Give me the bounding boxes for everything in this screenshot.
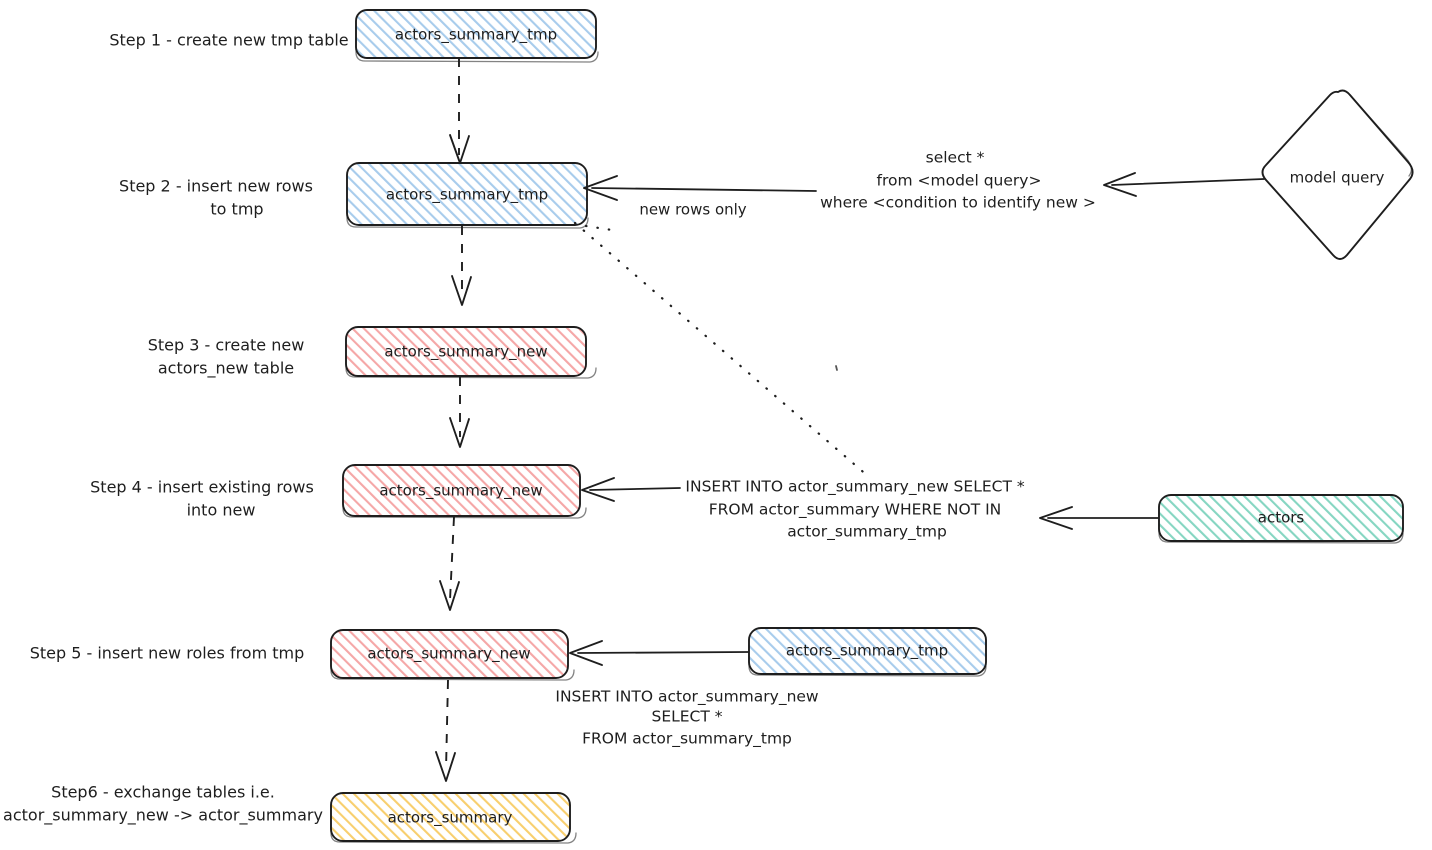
node-new-3-label: actors_summary_new: [384, 343, 547, 362]
node-tmp-5-label: actors_summary_tmp: [786, 642, 948, 661]
svg-text:actor_summary_tmp: actor_summary_tmp: [787, 523, 947, 542]
edge-step5-to-step6: [435, 679, 456, 782]
node-new-4-label: actors_summary_new: [379, 482, 542, 501]
node-tmp-1-label: actors_summary_tmp: [395, 26, 557, 45]
node-summary-6-label: actors_summary: [388, 809, 513, 828]
node-tmp-1[interactable]: actors_summary_tmp: [355, 9, 599, 63]
node-tmp-5-outline: [748, 627, 987, 675]
edge-modelquery-to-tmp2: [583, 172, 1265, 201]
step-4-group: Step 4 - insert existing rows into new a…: [90, 464, 1404, 611]
node-new-3[interactable]: actors_summary_new: [345, 326, 597, 379]
edge-step3-to-step4: [449, 377, 470, 448]
step-2-group: Step 2 - insert new rows to tmp actors_s…: [119, 89, 1414, 479]
edge-label-new-rows-only: new rows only: [639, 201, 746, 219]
edge-label-model-query-sql: select * from <model query> where <condi…: [820, 149, 1096, 212]
step-2-label-line-2: to tmp: [210, 200, 263, 219]
node-summary-6[interactable]: actors_summary: [330, 792, 577, 844]
step-3-label-line-1: Step 3 - create new: [148, 336, 305, 355]
step-6-label-line-1: Step6 - exchange tables i.e.: [51, 783, 275, 802]
node-new-5-fill: [331, 630, 568, 678]
svg-text:from <model query>: from <model query>: [877, 172, 1042, 190]
stray-mark: [835, 365, 838, 371]
node-actors-label: actors: [1258, 509, 1305, 527]
node-tmp-5[interactable]: actors_summary_tmp: [748, 627, 987, 677]
svg-text:SELECT *: SELECT *: [651, 708, 722, 726]
edge-step2-to-step3: [451, 226, 472, 306]
node-tmp-1-outline: [355, 9, 597, 59]
step-3-label-line-2: actors_new table: [158, 359, 294, 379]
node-actors[interactable]: actors: [1158, 494, 1404, 544]
node-tmp-5-fill: [749, 628, 986, 674]
step-5-label: Step 5 - insert new roles from tmp: [30, 644, 305, 663]
step-1-group: Step 1 - create new tmp table actors_sum…: [109, 9, 599, 164]
svg-text:where <condition to identify n: where <condition to identify new >: [820, 194, 1096, 212]
svg-text:INSERT INTO actor_summary_new: INSERT INTO actor_summary_new: [555, 688, 819, 707]
svg-text:select *: select *: [926, 149, 985, 167]
node-new-3-outline: [345, 326, 587, 377]
node-model-query-label: model query: [1290, 169, 1385, 187]
node-new-5-label: actors_summary_new: [367, 645, 530, 664]
node-tmp-2-label: actors_summary_tmp: [386, 186, 548, 205]
node-new-4-fill: [343, 465, 580, 516]
step-4-label-line-1: Step 4 - insert existing rows: [90, 478, 314, 497]
step-3-group: Step 3 - create new actors_new table act…: [148, 326, 597, 448]
node-new-3-fill: [346, 327, 586, 376]
svg-text:FROM actor_summary WHERE NOT I: FROM actor_summary WHERE NOT IN: [709, 501, 1002, 520]
node-new-5[interactable]: actors_summary_new: [330, 629, 575, 681]
node-model-query[interactable]: model query: [1261, 89, 1414, 260]
step-6-label-line-2: actor_summary_new -> actor_summary: [3, 806, 323, 826]
node-new-4-outline: [342, 464, 581, 517]
edge-tmp5-to-new5: [569, 640, 749, 666]
edge-label-insert-tmp-sql: INSERT INTO actor_summary_new SELECT * F…: [555, 688, 819, 749]
step-5-group: Step 5 - insert new roles from tmp actor…: [30, 627, 987, 782]
node-new-5-outline: [330, 629, 569, 679]
edge-step1-to-step2: [449, 58, 470, 164]
node-tmp-2[interactable]: actors_summary_tmp: [346, 162, 589, 229]
node-tmp-2-outline: [346, 162, 588, 226]
node-summary-6-outline: [330, 792, 571, 842]
step-6-group: Step6 - exchange tables i.e. actor_summa…: [3, 783, 577, 844]
node-actors-fill: [1159, 495, 1403, 541]
node-summary-6-fill: [331, 793, 570, 841]
step-1-label: Step 1 - create new tmp table: [109, 31, 348, 50]
step-2-label-line-1: Step 2 - insert new rows: [119, 177, 313, 196]
edge-step4-to-step5: [439, 516, 460, 611]
node-actors-outline: [1158, 494, 1404, 542]
svg-text:FROM actor_summary_tmp: FROM actor_summary_tmp: [582, 730, 792, 749]
svg-text:INSERT INTO actor_summary_new: INSERT INTO actor_summary_new SELECT *: [685, 478, 1024, 497]
edge-label-insert-existing-sql: INSERT INTO actor_summary_new SELECT * F…: [685, 478, 1024, 542]
edge-dotted-tmp2-to-step4: [573, 221, 871, 479]
node-tmp-2-fill: [347, 163, 587, 225]
edge-actors-to-new4: [581, 477, 1159, 530]
node-tmp-1-fill: [356, 10, 596, 58]
node-new-4[interactable]: actors_summary_new: [342, 464, 587, 519]
step-4-label-line-2: into new: [187, 501, 256, 520]
